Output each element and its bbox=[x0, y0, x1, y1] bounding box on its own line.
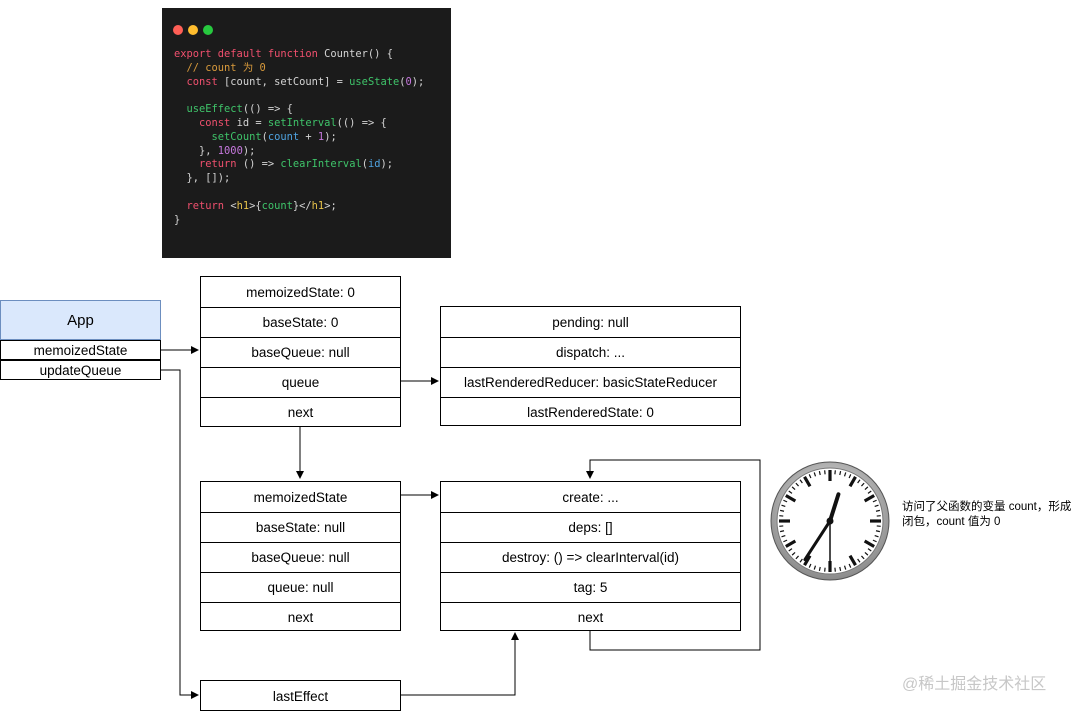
watermark: @稀土掘金技术社区 bbox=[902, 676, 1047, 693]
arrow-effect-next-loop bbox=[586, 459, 761, 651]
code-line: setCount(count + 1); bbox=[174, 130, 337, 143]
hook1-next: next bbox=[201, 397, 400, 427]
hook2-queue: queue: null bbox=[201, 572, 400, 602]
queue-last-rendered-state: lastRenderedState: 0 bbox=[441, 397, 740, 427]
code-window: export default function Counter() { // c… bbox=[162, 8, 451, 258]
code-block: export default function Counter() { // c… bbox=[174, 48, 424, 227]
hook2-base-state: baseState: null bbox=[201, 512, 400, 542]
code-line: const [count, setCount] = useState(0); bbox=[174, 75, 425, 88]
queue-last-rendered-reducer: lastRenderedReducer: basicStateReducer bbox=[441, 367, 740, 397]
last-effect-node: lastEffect bbox=[200, 680, 401, 711]
hook-node-2: memoizedState baseState: null baseQueue:… bbox=[200, 481, 401, 631]
queue-dispatch: dispatch: ... bbox=[441, 337, 740, 367]
effect-deps: deps: [] bbox=[441, 512, 740, 542]
code-line: useEffect(() => { bbox=[174, 103, 293, 116]
effect-destroy: destroy: () => clearInterval(id) bbox=[441, 542, 740, 572]
arrow-update-queue-to-last-effect bbox=[161, 369, 199, 699]
hook1-queue: queue bbox=[201, 367, 400, 397]
wall-clock-icon bbox=[770, 461, 890, 581]
last-effect-label: lastEffect bbox=[272, 688, 329, 704]
hook2-base-queue: baseQueue: null bbox=[201, 542, 400, 572]
code-line: export default function Counter() { bbox=[174, 48, 393, 60]
hook1-base-state: baseState: 0 bbox=[201, 307, 400, 337]
effect-tag: tag: 5 bbox=[441, 572, 740, 602]
code-line: // count 为 0 bbox=[174, 61, 266, 74]
update-queue-node: pending: null dispatch: ... lastRendered… bbox=[440, 306, 741, 426]
effect-node: create: ... deps: [] destroy: () => clea… bbox=[440, 481, 741, 631]
hook-node-1: memoizedState: 0 baseState: 0 baseQueue:… bbox=[200, 276, 401, 427]
app-field-memoized-state: memoizedState bbox=[0, 340, 161, 360]
app-node-header: App bbox=[0, 300, 161, 340]
minimize-dot-icon bbox=[188, 25, 198, 35]
code-line: return <h1>{count}</h1>; bbox=[174, 199, 337, 212]
close-dot-icon bbox=[173, 25, 183, 35]
hook1-base-queue: baseQueue: null bbox=[201, 337, 400, 367]
effect-next: next bbox=[441, 602, 740, 632]
maximize-dot-icon bbox=[203, 25, 213, 35]
effect-create: create: ... bbox=[562, 489, 619, 505]
arrow-last-effect-to-effect bbox=[401, 632, 519, 696]
hook2-memoized-state: memoizedState bbox=[253, 489, 348, 505]
app-field-update-queue: updateQueue bbox=[0, 360, 161, 380]
closure-note: 访问了父函数的变量 count，形成闭包，count 值为 0 bbox=[902, 501, 1072, 528]
code-line: }, []); bbox=[174, 172, 231, 185]
code-line: const id = setInterval(() => { bbox=[174, 116, 387, 129]
code-line: } bbox=[174, 213, 181, 226]
code-line: }, 1000); bbox=[174, 144, 256, 157]
queue-pending: pending: null bbox=[552, 314, 629, 330]
hook2-next: next bbox=[201, 602, 400, 632]
code-line: return () => clearInterval(id); bbox=[174, 158, 393, 171]
hook1-memoized-state: memoizedState: 0 bbox=[246, 284, 355, 300]
